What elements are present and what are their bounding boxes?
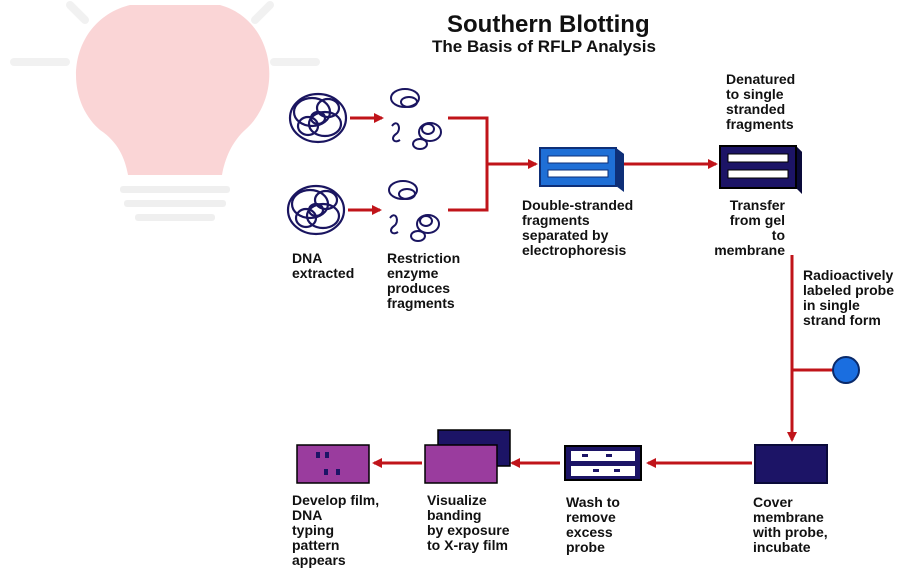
label-probe: Radioactively labeled probe in single st… (803, 267, 895, 328)
label-transfer: Transfer from gel to membrane (714, 197, 785, 258)
label-restriction-enzyme: Restriction enzyme produces fragments (387, 250, 461, 311)
xray-film-icon (296, 444, 370, 484)
label-develop-film: Develop film, DNA typing pattern appears (292, 492, 380, 568)
dna-fragments-icon (388, 180, 440, 242)
label-cover-membrane: Cover membrane with probe, incubate (753, 494, 828, 555)
label-electrophoresis: Double-stranded fragments separated by e… (522, 197, 634, 258)
label-dna-extracted: DNA extracted (292, 250, 355, 281)
membrane-icon (564, 445, 642, 481)
gel-icon (719, 145, 802, 194)
lightbulb-icon (10, 1, 320, 221)
diagram-title: Southern Blotting (447, 11, 650, 38)
dna-coil-icon (286, 184, 346, 236)
dna-coil-icon (288, 92, 348, 144)
label-denatured: Denatured to single stranded fragments (726, 71, 796, 132)
label-wash: Wash to remove excess probe (566, 494, 620, 555)
label-visualize: Visualize banding by exposure to X-ray f… (427, 492, 510, 553)
dna-fragments-icon (390, 88, 442, 150)
probe-dot-icon (832, 356, 860, 384)
membrane-icon (754, 444, 828, 484)
xray-film-icon (424, 429, 511, 484)
diagram-subtitle: The Basis of RFLP Analysis (432, 37, 656, 56)
gel-icon (539, 147, 624, 192)
arrow-merge-connector (448, 116, 489, 212)
